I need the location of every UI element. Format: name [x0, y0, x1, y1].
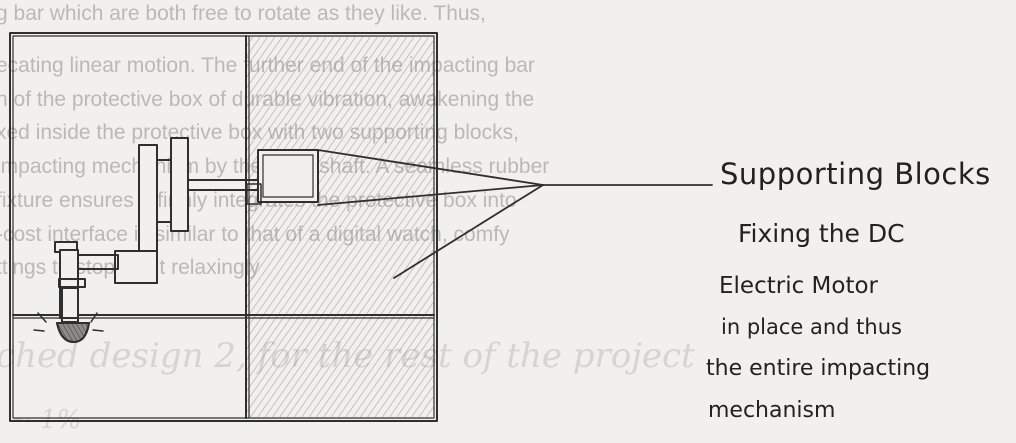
impact-head [33, 312, 104, 343]
supporting-block-divider [12, 35, 435, 419]
annotation-title: Supporting Blocks [720, 157, 991, 191]
impacting-bar [54, 241, 158, 323]
annotation-description-line: Electric Motor [719, 273, 879, 299]
annotation-description-line: Fixing the DC [738, 219, 905, 248]
annotation-description-line: the entire impacting [706, 356, 931, 381]
bleed-line: g bar which are both free to rotate as t… [0, 2, 486, 25]
main-shaft [186, 179, 259, 191]
rotating-arm [138, 137, 189, 284]
annotation-description-line: mechanism [708, 398, 836, 423]
annotation-description-line: in place and thus [721, 315, 902, 339]
dc-motor [246, 149, 319, 205]
supporting-block-shading [246, 36, 434, 418]
annotation-leader-lines [317, 149, 713, 279]
